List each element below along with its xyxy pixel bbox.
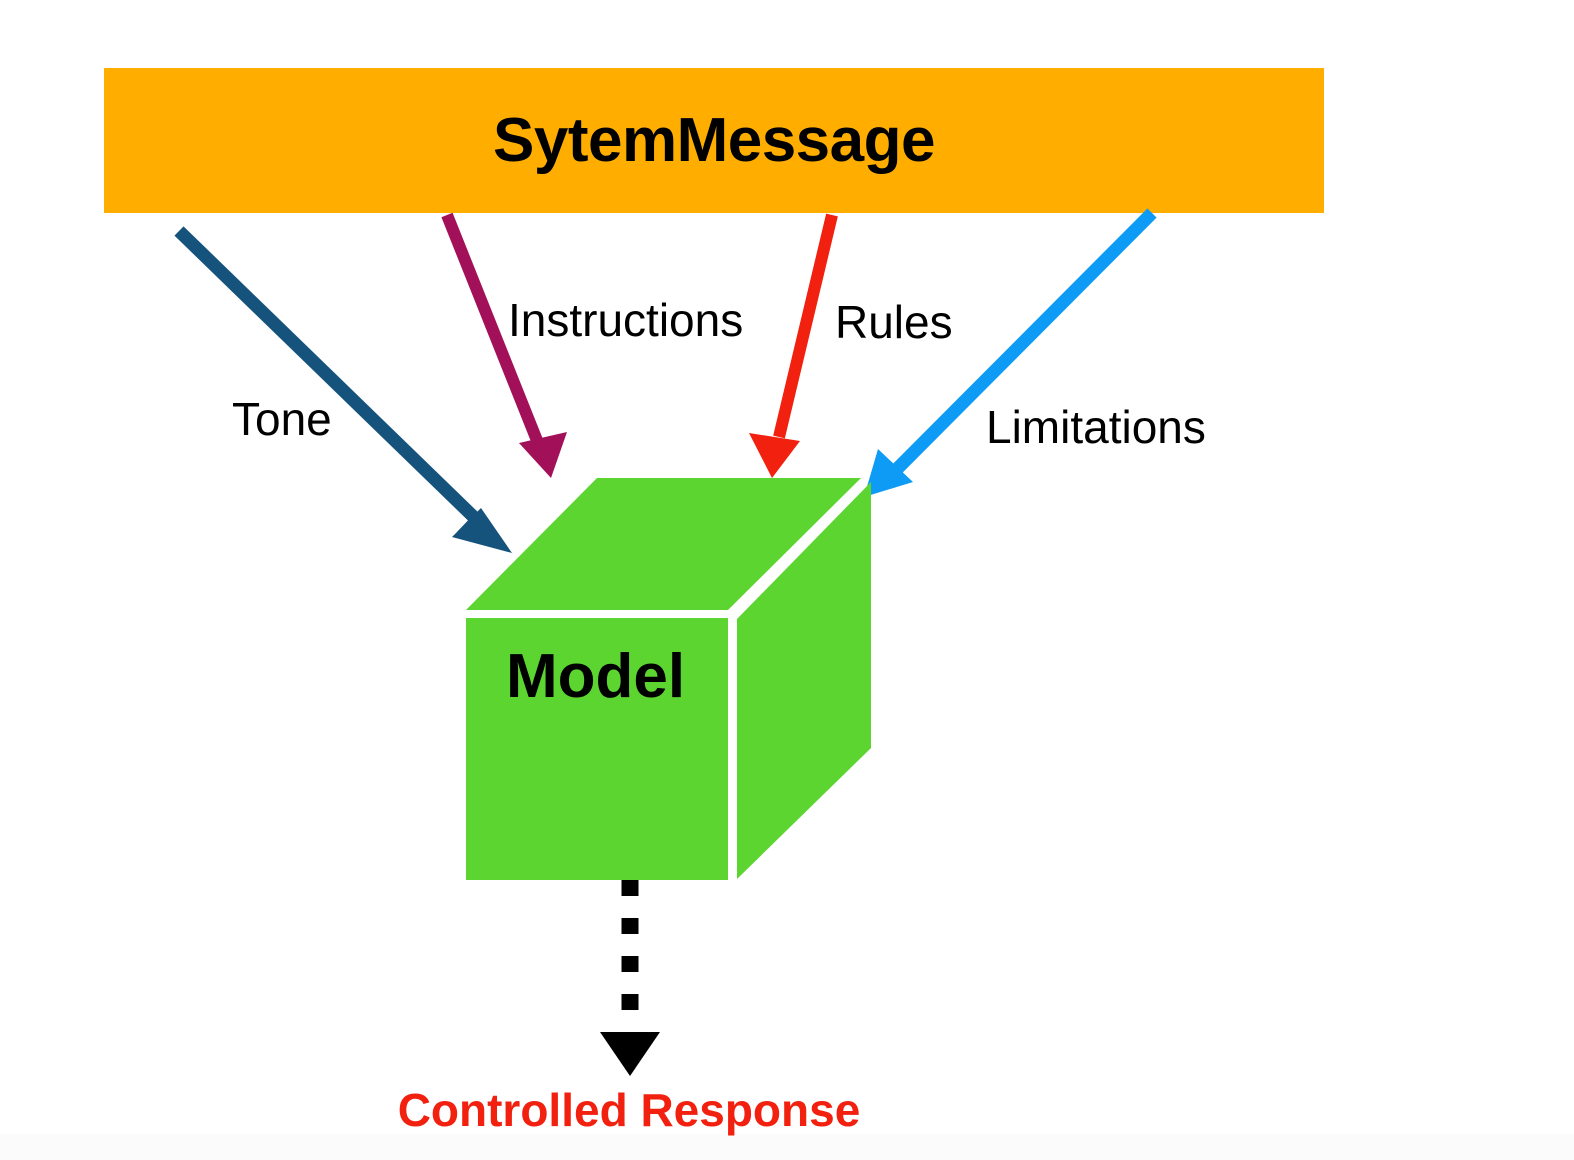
arrow-tone-shaft: [174, 226, 489, 532]
arrow-label-limitations: Limitations: [986, 401, 1206, 453]
arrow-label-tone: Tone: [232, 393, 332, 445]
arrow-tone: [174, 226, 512, 553]
model-cube-top-face: [466, 478, 861, 610]
model-cube-front-face: [466, 618, 728, 880]
arrow-limitations: [864, 208, 1157, 497]
output-connector-arrowhead: [600, 1032, 660, 1076]
arrow-limitations-shaft: [892, 208, 1157, 474]
bottom-edge-band: [0, 1134, 1574, 1160]
arrow-rules: [749, 213, 838, 478]
model-cube: [466, 478, 871, 880]
arrow-tone-head-fill: [452, 508, 512, 553]
arrow-limitations-head: [864, 449, 913, 497]
arrow-instructions-shaft: [441, 212, 544, 446]
system-message-title: SytemMessage: [492, 105, 936, 175]
system-message-block: SytemMessage: [104, 68, 1324, 213]
output-connector: [600, 880, 660, 1076]
arrow-instructions: [441, 212, 567, 478]
controlled-response-label: Controlled Response: [397, 1084, 861, 1136]
model-cube-side-face: [737, 482, 871, 879]
arrow-rules-head: [749, 433, 800, 478]
arrow-rules-shaft: [773, 213, 838, 439]
arrow-label-instructions: Instructions: [508, 294, 744, 346]
arrow-label-rules: Rules: [835, 296, 953, 348]
model-node-label: Model: [506, 642, 686, 711]
arrow-instructions-head: [519, 432, 567, 478]
